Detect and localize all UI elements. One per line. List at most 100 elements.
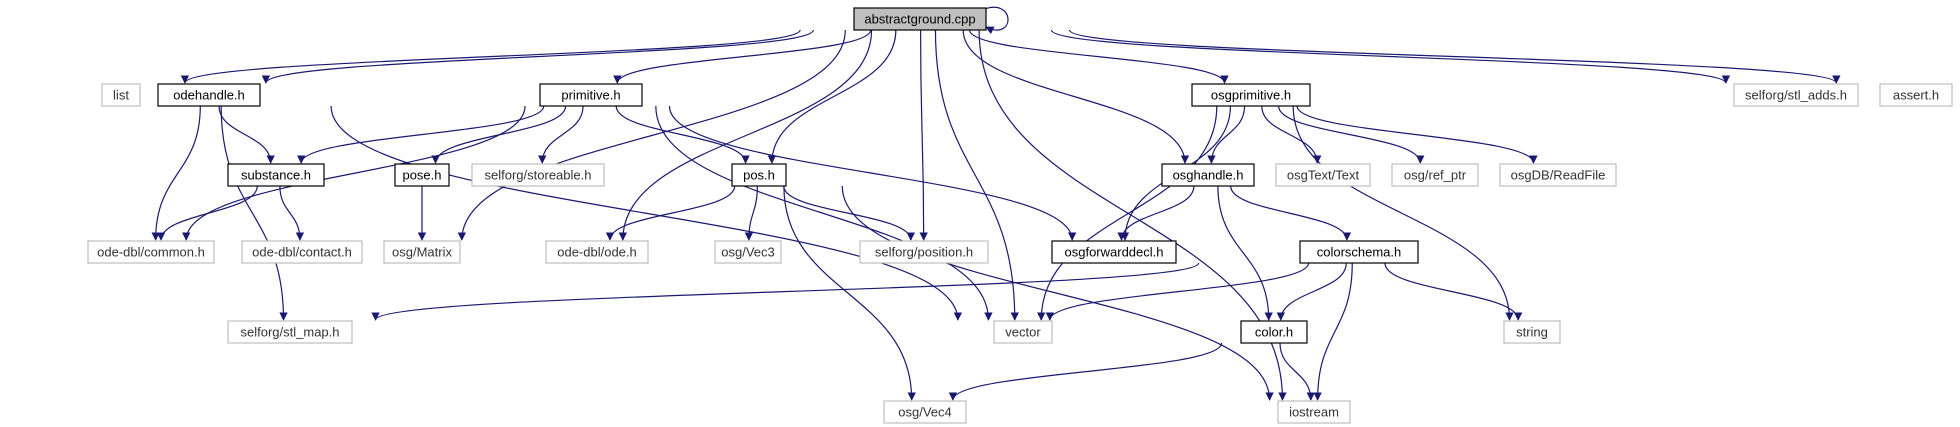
- node-label-osgforwarddecl: osgforwarddecl.h: [1065, 245, 1164, 260]
- node-common: ode-dbl/common.h: [87, 240, 215, 264]
- node-label-contact: ode-dbl/contact.h: [252, 245, 352, 260]
- node-colorschema[interactable]: colorschema.h: [1299, 240, 1419, 264]
- node-label-color: color.h: [1255, 325, 1293, 340]
- node-string: string: [1503, 320, 1561, 344]
- node-abstractground[interactable]: abstractground.cpp: [853, 7, 987, 31]
- node-label-osghandle: osghandle.h: [1173, 168, 1244, 183]
- edge-abstractground-to-osghandle: [962, 29, 1190, 164]
- node-box-contact: [241, 240, 363, 264]
- node-label-assert: assert.h: [1893, 88, 1939, 103]
- node-contact: ode-dbl/contact.h: [241, 240, 363, 264]
- node-osgText: osgText/Text: [1275, 163, 1371, 187]
- node-list: list: [101, 83, 141, 107]
- node-label-list: list: [113, 88, 129, 103]
- edge-abstractground-to-ode: [618, 29, 873, 241]
- node-box-osghandle: [1161, 163, 1255, 187]
- node-primitive[interactable]: primitive.h: [539, 83, 643, 107]
- node-label-osgText: osgText/Text: [1287, 168, 1360, 183]
- node-label-stl_adds: selforg/stl_adds.h: [1745, 88, 1847, 103]
- node-label-osgprimitive: osgprimitive.h: [1211, 88, 1291, 103]
- edge-abstractground-to-matrix: [457, 29, 846, 241]
- node-label-ref_ptr: osg/ref_ptr: [1404, 168, 1467, 183]
- edge-abstractground-to-position: [919, 29, 928, 241]
- node-box-osgforwarddecl: [1051, 240, 1177, 264]
- node-vec3: osg/Vec3: [714, 240, 782, 264]
- node-color[interactable]: color.h: [1240, 320, 1308, 344]
- edge-pos-to-position: [783, 185, 915, 241]
- node-box-list: [101, 83, 141, 107]
- edge-color-to-iostream: [1279, 342, 1315, 401]
- edge-colorschema-to-color: [1276, 262, 1347, 321]
- node-box-osgprimitive: [1191, 83, 1311, 107]
- node-odehandle[interactable]: odehandle.h: [157, 83, 261, 107]
- edge-abstractground-to-odehandle: [261, 29, 814, 84]
- node-storeable: selforg/storeable.h: [471, 163, 605, 187]
- edge-colorschema-to-stl_map: [371, 262, 1200, 321]
- edge-odehandle-to-vector: [330, 105, 963, 321]
- node-box-iostream: [1277, 400, 1351, 424]
- edge-osgprimitive-to-vector: [1037, 105, 1218, 321]
- edge-osgprimitive-to-osghandle: [1207, 105, 1246, 164]
- node-box-vector: [993, 320, 1053, 344]
- edge-primitive-to-osgforwarddecl: [668, 105, 1077, 241]
- node-label-odehandle: odehandle.h: [173, 88, 245, 103]
- node-label-position: selforg/position.h: [875, 245, 973, 260]
- node-label-iostream: iostream: [1289, 405, 1339, 420]
- node-ref_ptr: osg/ref_ptr: [1391, 163, 1479, 187]
- node-box-vec4: [883, 400, 967, 424]
- edge-osgprimitive-to-ref_ptr: [1278, 105, 1425, 164]
- node-label-matrix: osg/Matrix: [392, 245, 452, 260]
- node-osgforwarddecl[interactable]: osgforwarddecl.h: [1051, 240, 1177, 264]
- edge-osgprimitive-to-osgText: [1261, 105, 1322, 164]
- node-pose[interactable]: pose.h: [394, 163, 450, 187]
- node-box-pos: [731, 163, 787, 187]
- node-label-readfile: osgDB/ReadFile: [1511, 168, 1606, 183]
- node-box-position: [859, 240, 989, 264]
- edge-abstractground-to-stl_adds: [1050, 29, 1730, 84]
- edge-abstractground-to-list: [180, 29, 801, 84]
- edge-substance-to-common: [156, 185, 258, 241]
- edge-pos-to-vec3: [744, 185, 758, 241]
- node-box-ref_ptr: [1391, 163, 1479, 187]
- node-box-stl_map: [227, 320, 353, 344]
- edge-abstractground-to-pos: [767, 29, 897, 164]
- node-ode: ode-dbl/ode.h: [545, 240, 649, 264]
- edge-primitive-to-vector: [655, 105, 993, 321]
- edge-osgprimitive-to-readfile: [1296, 105, 1538, 164]
- node-label-primitive: primitive.h: [561, 88, 620, 103]
- node-box-string: [1503, 320, 1561, 344]
- node-vec4: osg/Vec4: [883, 400, 967, 424]
- edge-pos-to-vec4: [783, 185, 916, 401]
- node-box-vec3: [714, 240, 782, 264]
- edge-abstractground-to-abstractground: [981, 6, 1009, 35]
- edge-primitive-to-pose: [431, 105, 567, 164]
- node-label-vec4: osg/Vec4: [898, 405, 952, 420]
- node-osgprimitive[interactable]: osgprimitive.h: [1191, 83, 1311, 107]
- edge-osgprimitive-to-string: [1292, 105, 1514, 321]
- node-box-readfile: [1499, 163, 1617, 187]
- edge-color-to-vec4: [948, 342, 1223, 401]
- edge-abstractground-to-osgprimitive: [969, 29, 1229, 84]
- node-box-matrix: [383, 240, 461, 264]
- node-box-odehandle: [157, 83, 261, 107]
- node-assert: assert.h: [1879, 83, 1953, 107]
- edge-primitive-to-common: [182, 105, 526, 241]
- node-pos[interactable]: pos.h: [731, 163, 787, 187]
- edge-abstractground-to-vector: [934, 29, 1019, 321]
- node-substance[interactable]: substance.h: [227, 163, 325, 187]
- node-label-pose: pose.h: [402, 168, 441, 183]
- edge-pos-to-ode: [605, 185, 736, 241]
- node-stl_map: selforg/stl_map.h: [227, 320, 353, 344]
- node-osghandle[interactable]: osghandle.h: [1161, 163, 1255, 187]
- node-label-storeable: selforg/storeable.h: [485, 168, 592, 183]
- node-box-ode: [545, 240, 649, 264]
- node-vector: vector: [993, 320, 1053, 344]
- node-label-ode: ode-dbl/ode.h: [557, 245, 637, 260]
- edge-odehandle-to-common: [151, 105, 201, 241]
- node-box-substance: [227, 163, 325, 187]
- edge-primitive-to-storeable: [538, 105, 584, 164]
- edge-primitive-to-pos: [615, 105, 750, 164]
- node-readfile: osgDB/ReadFile: [1499, 163, 1617, 187]
- node-box-abstractground: [853, 7, 987, 31]
